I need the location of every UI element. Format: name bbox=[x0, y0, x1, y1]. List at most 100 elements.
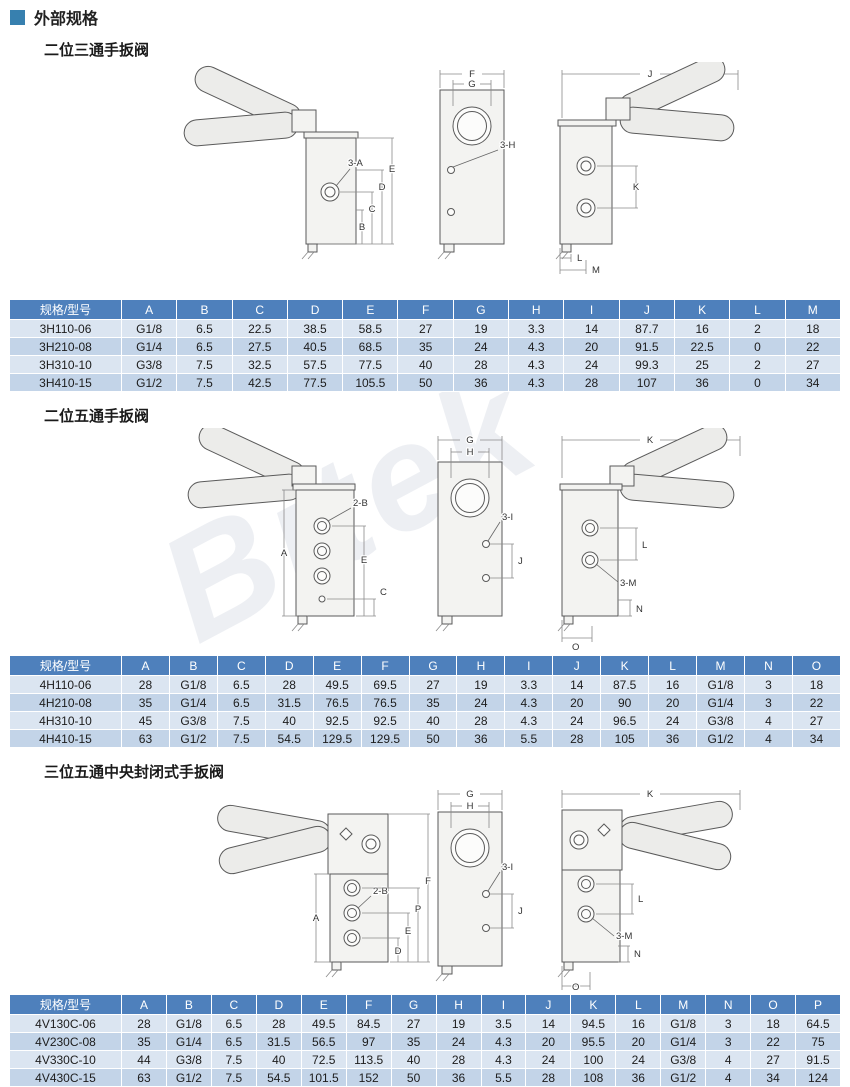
column-header: G bbox=[390, 994, 437, 1015]
value-cell: 24 bbox=[552, 711, 602, 730]
dim-label-e: E bbox=[405, 926, 411, 937]
value-cell: G1/8 bbox=[168, 675, 218, 694]
model-cell: 4V230C-08 bbox=[9, 1032, 122, 1051]
column-header: B bbox=[176, 299, 233, 320]
dim-label-n: N bbox=[636, 604, 643, 615]
column-header: H bbox=[435, 994, 482, 1015]
page-title: 外部规格 bbox=[34, 11, 99, 28]
value-cell: 4.3 bbox=[480, 1032, 527, 1051]
value-cell: 16 bbox=[615, 1014, 662, 1033]
value-cell: 28 bbox=[264, 675, 314, 694]
dimension-lines bbox=[561, 790, 741, 810]
column-header: A bbox=[121, 994, 167, 1015]
diamond-hole bbox=[597, 823, 611, 837]
value-cell: 20 bbox=[615, 1032, 662, 1051]
value-cell: 28 bbox=[456, 711, 506, 730]
port-circle-inner bbox=[317, 546, 327, 556]
value-cell: 76.5 bbox=[360, 693, 410, 712]
drawing-area: 3-A B C D E F G bbox=[0, 62, 850, 297]
lever-handle bbox=[187, 473, 303, 509]
dim-label-d: D bbox=[395, 946, 402, 957]
dim-label-k: K bbox=[647, 789, 654, 800]
view-front: G H 3-I J bbox=[435, 788, 524, 982]
value-cell: 76.5 bbox=[312, 693, 362, 712]
value-cell: 38.5 bbox=[286, 319, 344, 338]
value-cell: G1/2 bbox=[165, 1068, 212, 1087]
value-cell: 6.5 bbox=[216, 693, 266, 712]
value-cell: 91.5 bbox=[795, 1050, 841, 1069]
value-cell: 64.5 bbox=[795, 1014, 841, 1033]
column-header: N bbox=[743, 655, 793, 676]
value-cell: G1/8 bbox=[696, 675, 745, 694]
column-header: H bbox=[508, 299, 565, 320]
mounting-foot bbox=[307, 243, 318, 253]
dim-label-3m: 3-M bbox=[620, 578, 636, 589]
valve-cap bbox=[557, 119, 617, 127]
value-cell: 58.5 bbox=[342, 319, 399, 338]
value-cell: G3/8 bbox=[696, 711, 745, 730]
value-cell: 24 bbox=[452, 337, 510, 356]
dim-label-o: O bbox=[572, 982, 579, 992]
value-cell: 24 bbox=[648, 711, 698, 730]
leader-line bbox=[595, 563, 619, 583]
pilot-hole bbox=[482, 574, 490, 582]
value-cell: 0 bbox=[729, 337, 786, 356]
value-cell: 18 bbox=[791, 675, 842, 694]
dimension-lines bbox=[490, 543, 514, 579]
inlet-port-inner bbox=[455, 483, 485, 513]
value-cell: 27 bbox=[408, 675, 458, 694]
column-header: K bbox=[673, 299, 731, 320]
value-cell: 3 bbox=[705, 1032, 752, 1051]
column-header: L bbox=[729, 299, 786, 320]
value-cell: 36 bbox=[615, 1068, 662, 1087]
valve-cap bbox=[292, 483, 356, 491]
value-cell: 50 bbox=[408, 729, 458, 748]
value-cell: 36 bbox=[435, 1068, 482, 1087]
value-cell: 77.5 bbox=[286, 373, 344, 392]
value-cell: 44 bbox=[121, 1050, 167, 1069]
leader-line bbox=[487, 871, 501, 892]
dimension-lines bbox=[561, 966, 591, 990]
pilot-hole bbox=[482, 890, 490, 898]
column-header: L bbox=[648, 655, 698, 676]
column-header: N bbox=[705, 994, 752, 1015]
value-cell: 108 bbox=[570, 1068, 617, 1087]
drawing-4h: 2-B A E C G H bbox=[187, 428, 741, 653]
dim-label-n: N bbox=[634, 949, 641, 960]
value-cell: 69.5 bbox=[360, 675, 410, 694]
view-side-right: K L 3-M N bbox=[557, 428, 741, 653]
model-cell: 4H410-15 bbox=[9, 729, 122, 748]
value-cell: 42.5 bbox=[231, 373, 288, 392]
title-bullet-icon bbox=[10, 9, 25, 25]
column-header-model: 规格/型号 bbox=[9, 994, 122, 1015]
valve-cap bbox=[303, 131, 359, 139]
value-cell: 3.5 bbox=[480, 1014, 527, 1033]
value-cell: G3/8 bbox=[168, 711, 218, 730]
inlet-port-inner bbox=[455, 833, 485, 863]
value-cell: 72.5 bbox=[300, 1050, 347, 1069]
column-header: M bbox=[660, 994, 707, 1015]
dim-label-m: M bbox=[592, 265, 600, 276]
value-cell: 35 bbox=[121, 1032, 167, 1051]
value-cell: 34 bbox=[750, 1068, 797, 1087]
port-circle-inner bbox=[324, 186, 336, 198]
value-cell: 152 bbox=[345, 1068, 392, 1087]
dim-label-k: K bbox=[633, 182, 640, 193]
value-cell: 22 bbox=[750, 1032, 797, 1051]
value-cell: 36 bbox=[648, 729, 698, 748]
value-cell: 107 bbox=[618, 373, 675, 392]
view-side-right: J K L M bbox=[555, 62, 739, 277]
column-header: C bbox=[210, 994, 257, 1015]
value-cell: 34 bbox=[784, 373, 842, 392]
dimension-lines bbox=[618, 599, 632, 617]
dim-label-p: P bbox=[415, 904, 421, 915]
value-cell: 63 bbox=[121, 729, 170, 748]
value-cell: 96.5 bbox=[600, 711, 650, 730]
dim-label-a: A bbox=[281, 548, 288, 559]
